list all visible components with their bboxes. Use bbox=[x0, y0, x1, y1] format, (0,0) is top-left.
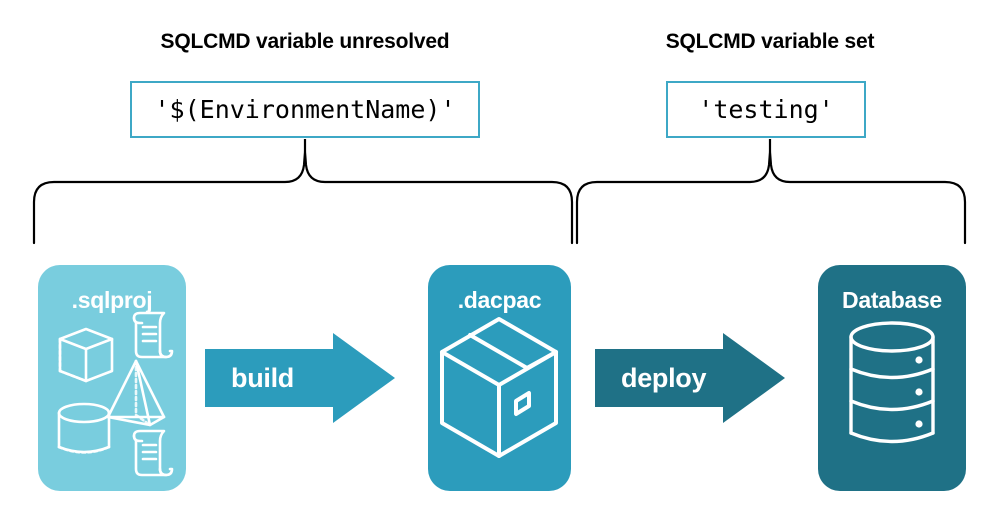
artifact-database[interactable]: Database bbox=[818, 265, 966, 491]
sqlcmd-value-box-set: 'testing' bbox=[666, 81, 866, 138]
build-phase-brace bbox=[32, 150, 574, 245]
artifact-sqlproj[interactable]: .sqlproj bbox=[38, 265, 186, 491]
right-arrow-icon bbox=[205, 333, 395, 423]
project-shapes-icon bbox=[57, 311, 174, 477]
deploy-arrow-label: deploy bbox=[621, 362, 707, 393]
package-box-icon bbox=[440, 317, 558, 458]
deploy-arrow: deploy bbox=[595, 333, 785, 423]
sqlcmd-value-box-unresolved: '$(EnvironmentName)' bbox=[130, 81, 480, 138]
artifact-database-label: Database bbox=[842, 287, 942, 313]
artifact-sqlproj-label: .sqlproj bbox=[71, 287, 153, 313]
database-cylinder-icon bbox=[849, 321, 935, 444]
right-arrow-icon bbox=[595, 333, 785, 423]
sqlcmd-value-set: 'testing' bbox=[698, 95, 834, 124]
deploy-phase-brace bbox=[575, 150, 967, 245]
artifact-dacpac-label: .dacpac bbox=[457, 287, 542, 313]
phase-heading-deploy: SQLCMD variable set bbox=[665, 30, 875, 53]
phase-heading-build: SQLCMD variable unresolved bbox=[160, 30, 450, 53]
sqlcmd-value-unresolved: '$(EnvironmentName)' bbox=[154, 95, 456, 124]
build-arrow-label: build bbox=[231, 362, 294, 393]
artifact-dacpac[interactable]: .dacpac bbox=[428, 265, 571, 491]
build-arrow: build bbox=[205, 333, 395, 423]
